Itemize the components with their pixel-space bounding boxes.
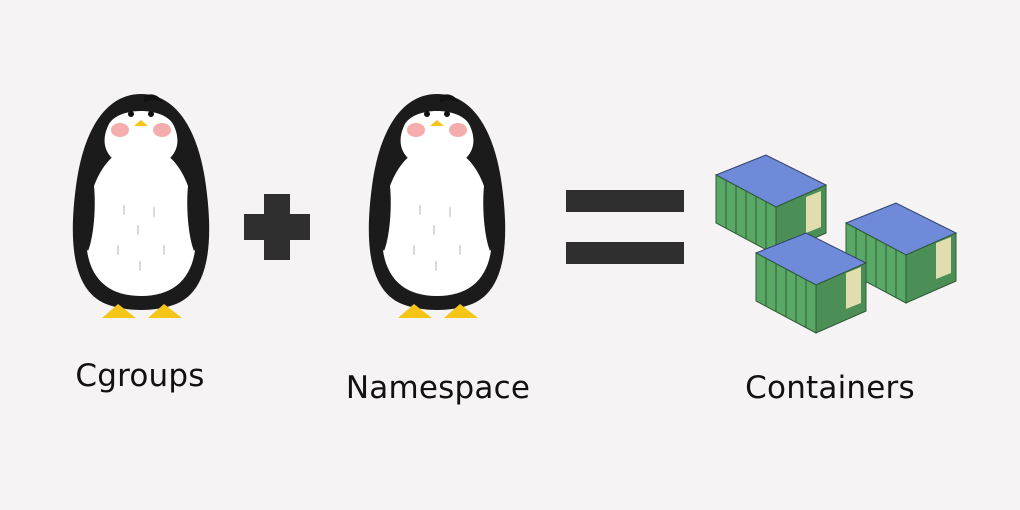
equals-operator xyxy=(560,180,690,270)
label-namespace: Namespace xyxy=(345,370,531,406)
shipping-containers-icon xyxy=(714,154,958,334)
penguin-icon xyxy=(72,94,210,318)
plus-operator xyxy=(234,184,320,270)
label-cgroups: Cgroups xyxy=(75,358,205,394)
penguin-icon xyxy=(368,94,506,318)
namespace-penguin xyxy=(362,86,512,322)
plus-icon xyxy=(244,194,310,260)
containers-illustration xyxy=(706,145,976,345)
label-containers: Containers xyxy=(745,370,915,406)
equals-icon xyxy=(566,190,684,264)
cgroups-penguin xyxy=(66,86,216,322)
